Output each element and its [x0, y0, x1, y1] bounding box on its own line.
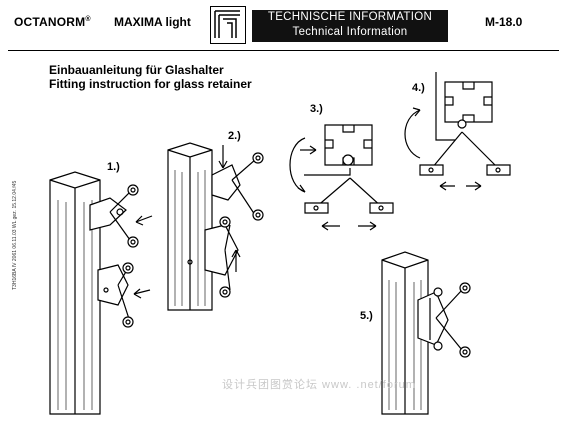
step4-rotation-arrow	[404, 109, 421, 159]
step2-post	[167, 142, 213, 311]
step1-retainer-lower	[97, 262, 134, 328]
step3-profile-top	[304, 124, 394, 214]
step1-retainer-upper	[89, 184, 139, 248]
tech-info-german: TECHNISCHE INFORMATION	[267, 11, 433, 23]
forum-watermark: 设计兵团图赏论坛 www. .net/forum	[222, 379, 416, 391]
step5-retainer	[417, 282, 471, 358]
title-english: Fitting instruction for glass retainer	[49, 77, 252, 91]
product-name: MAXIMA light	[114, 15, 191, 29]
title-german: Einbauanleitung für Glashalter	[49, 63, 224, 77]
step-label-2: 2.)	[228, 130, 241, 142]
step2-retainer-upper	[211, 152, 264, 221]
step5-post	[381, 251, 429, 415]
step-label-1: 1.)	[107, 161, 120, 173]
header-divider	[8, 50, 559, 51]
document-header: OCTANORM® MAXIMA light TECHNISCHE INFORM…	[0, 0, 567, 50]
step-label-5: 5.)	[360, 310, 373, 322]
technical-information-banner: TECHNISCHE INFORMATION Technical Informa…	[252, 10, 448, 42]
step1-post	[49, 171, 101, 415]
tech-info-english: Technical Information	[292, 26, 408, 38]
brand-name: OCTANORM®	[14, 15, 91, 29]
step3-rotation-arrow	[289, 137, 306, 193]
step-label-3: 3.)	[310, 103, 323, 115]
step1-arrow-upper	[135, 215, 153, 223]
step-label-4: 4.)	[412, 82, 425, 94]
step4-profile-top	[419, 72, 511, 176]
step2-retainer-lower	[204, 216, 239, 298]
octanorm-logo-icon	[210, 6, 246, 44]
document-number: M-18.0	[485, 15, 523, 29]
